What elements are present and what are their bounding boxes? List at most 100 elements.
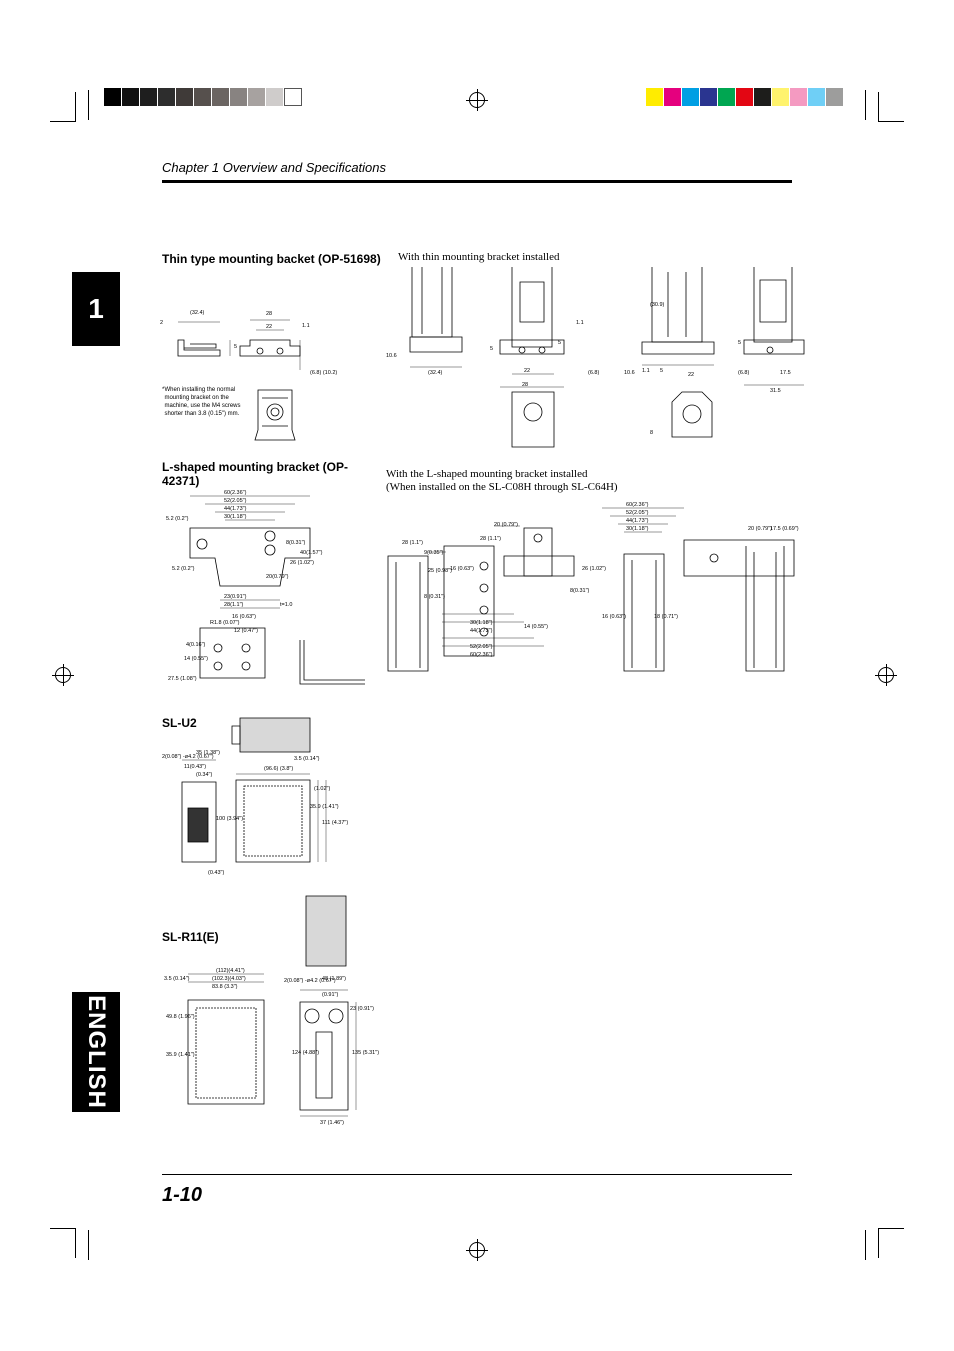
crop-mark [75, 92, 76, 122]
color-swatch [826, 88, 844, 106]
crop-mark [878, 121, 904, 122]
dim-label: t=1.0 [280, 602, 292, 608]
dim-label: (6.8) (10.2) [310, 370, 337, 376]
color-swatch [754, 88, 772, 106]
color-swatch [790, 88, 808, 106]
dim-label: 1.1 [576, 320, 584, 326]
dim-label: 16 (0.63") [450, 566, 474, 572]
dim-label: 35 (1.38") [196, 750, 220, 756]
l-bracket-caption-line2: (When installed on the SL-C08H through S… [386, 481, 618, 493]
color-swatch [736, 88, 754, 106]
color-swatch [158, 88, 176, 106]
dim-label: 111 (4.37") [322, 820, 348, 826]
dim-label: 60(2.36") [470, 652, 493, 658]
color-swatch [682, 88, 700, 106]
dim-label: 22 [688, 372, 694, 378]
l-bracket-drawing: 60(2.36") 52(2.05") 44(1.73") 30(1.18") … [166, 490, 365, 685]
thin-bracket-caption: With thin mounting bracket installed [398, 251, 560, 263]
dim-label: 17.5 [780, 370, 791, 376]
color-swatch [140, 88, 158, 106]
dim-label: 100 (3.94") [216, 816, 243, 822]
dim-label: (102.3)(4.03") [212, 976, 246, 982]
dim-label: 31.5 [770, 388, 781, 394]
registration-target-icon [875, 664, 897, 686]
crop-mark [878, 1228, 904, 1229]
dim-label: 4(0.16") [186, 642, 206, 648]
dim-label: 52(2.05") [626, 510, 649, 516]
dim-label: 60(2.36") [224, 490, 247, 496]
color-swatch [104, 88, 122, 106]
dim-label: 5 [660, 368, 663, 374]
dim-label: 135 (5.31") [352, 1050, 379, 1056]
language-tab: ENGLISH [72, 992, 120, 1112]
registration-target-icon [466, 89, 488, 111]
color-swatch [718, 88, 736, 106]
dim-label: 20(0.79") [266, 574, 289, 580]
dim-label: 23(0.91") [224, 594, 247, 600]
dim-label: 30(1.18") [470, 620, 493, 626]
dim-label: 30(1.18") [224, 514, 247, 520]
thin-bracket-title: Thin type mounting backet (OP-51698) [162, 252, 381, 266]
color-swatch [646, 88, 664, 106]
language-tab-label: ENGLISH [83, 995, 110, 1109]
page-number: 1-10 [162, 1184, 203, 1206]
dim-label: 60(2.36") [626, 502, 649, 508]
color-swatch [248, 88, 266, 106]
dim-label: (30.9) [650, 302, 665, 308]
grayscale-color-bar [104, 88, 302, 106]
color-swatch [176, 88, 194, 106]
dim-label: 17.5 (0.69") [770, 526, 799, 532]
note-marker: * [162, 387, 165, 393]
dim-label: (1.02") [314, 786, 330, 792]
dim-label: 5.2 (0.2") [172, 566, 195, 572]
dim-label: 11(0.43") [184, 764, 206, 770]
crop-mark [865, 90, 866, 120]
dim-label: 8(0.31") [570, 588, 590, 594]
sl-u2-title: SL-U2 [162, 716, 197, 730]
dim-label: (112)(4.41") [216, 968, 245, 974]
dim-label: (6.8) [588, 370, 599, 376]
dim-label: 22 [266, 324, 272, 330]
dim-label: 23 (0.91") [350, 1006, 374, 1012]
dim-label: 2(0.08") -ø4.2 (0.67") [284, 978, 336, 984]
sl-r11e-drawing: (112)(4.41") (102.3)(4.03") 83.8 (3.3") … [164, 895, 379, 1126]
color-swatch [664, 88, 682, 106]
color-swatch [194, 88, 212, 106]
dim-label: (0.43") [208, 870, 224, 876]
dim-label: 20 (0.79") [494, 522, 518, 528]
dim-label: (32.4) [428, 370, 443, 376]
color-swatch [700, 88, 718, 106]
dim-label: 40(1.57") [300, 550, 323, 556]
dim-label: 83.8 (3.3") [212, 984, 238, 990]
dim-label: 1.1 [642, 368, 650, 374]
dim-label: 52(2.05") [224, 498, 247, 504]
dim-label: 25 (0.98") [428, 568, 452, 574]
dim-label: 124 (4.88") [292, 1050, 319, 1056]
dim-label: 10.6 [624, 370, 635, 376]
dim-label: 18 (0.71") [654, 614, 678, 620]
dim-label: 27.5 (1.08") [168, 676, 197, 682]
dim-label: 35.9 (1.41") [310, 804, 339, 810]
l-bracket-installed-drawing: 28 (1.1") 9(0.35") 20 (0.79") 28 (1.1") … [387, 502, 799, 672]
color-swatch [808, 88, 826, 106]
dim-label: 8 (0.31") [424, 594, 445, 600]
color-swatch [266, 88, 284, 106]
crop-mark [50, 1228, 76, 1229]
dim-label: 26 (1.02") [290, 560, 314, 566]
dim-label: 44(1.73") [224, 506, 247, 512]
crop-mark [878, 1228, 879, 1258]
dim-label: 5 [234, 344, 237, 350]
header-rule [162, 180, 792, 183]
color-swatch [122, 88, 140, 106]
chapter-header: Chapter 1 Overview and Specifications [162, 160, 387, 175]
sl-u2-drawing: 35 (1.38") 2(0.08") -ø4.2 (0.67") 11(0.4… [162, 717, 348, 876]
l-bracket-caption-line1: With the L-shaped mounting bracket insta… [386, 468, 588, 480]
dim-label: 5.2 (0.2") [166, 516, 189, 522]
note-text: When installing the normal mounting brac… [164, 387, 241, 417]
dim-label: 26 (1.02") [582, 566, 606, 572]
thin-bracket-note: * When installing the normal mounting br… [162, 386, 254, 418]
dim-label: 22 [524, 368, 530, 374]
sl-r11e-title: SL-R11(E) [162, 930, 219, 944]
dim-label: 12 (0.47") [234, 628, 258, 634]
dim-label: 48 (1.89") [322, 976, 346, 982]
